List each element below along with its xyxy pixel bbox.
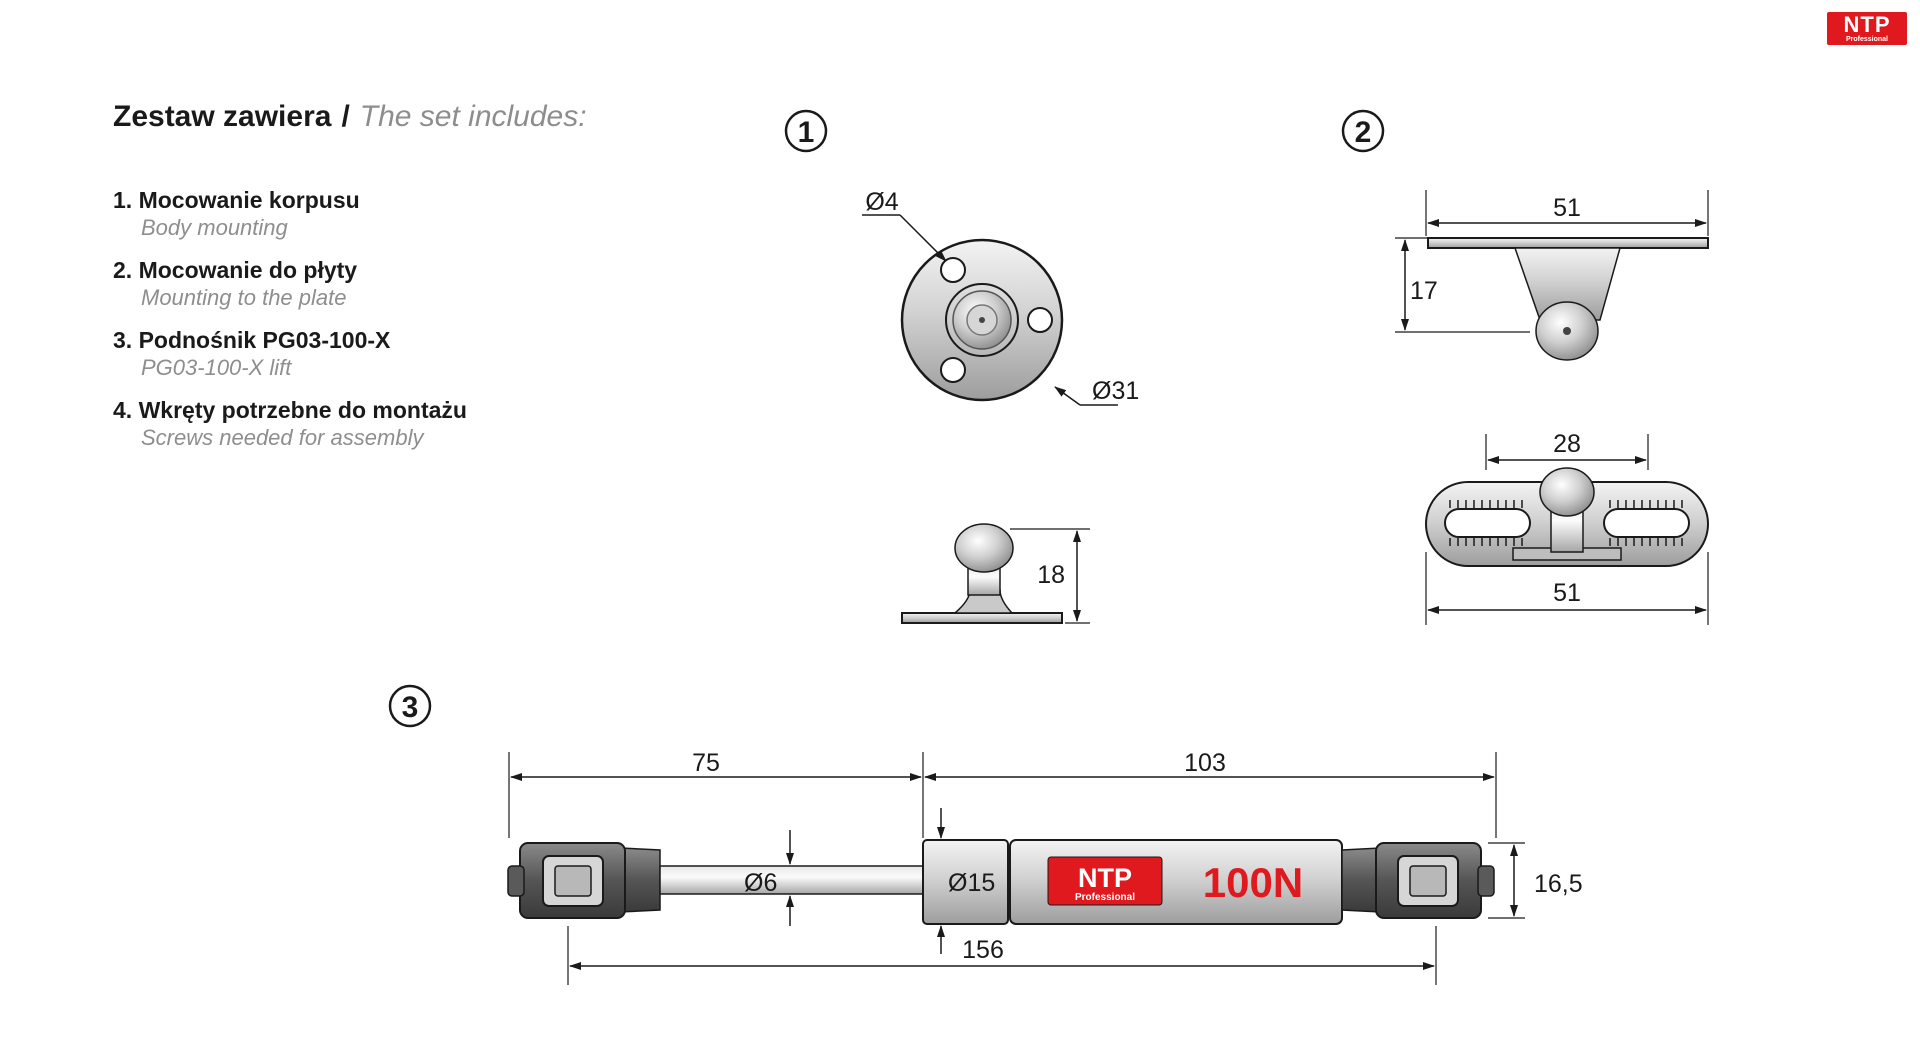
part-1-drawing: 1 Ø4 Ø31 18 — [784, 109, 1139, 624]
mount-hole — [940, 257, 966, 283]
part-2-drawing: 2 51 17 28 — [1341, 109, 1709, 625]
list-item: 1. Mocowanie korpusu Body mounting — [113, 187, 713, 241]
part-2-number: 2 — [1355, 116, 1372, 149]
item-label-pl: 2. Mocowanie do płyty — [113, 257, 358, 283]
flange-boss — [945, 283, 1019, 357]
item-label-pl: 1. Mocowanie korpusu — [113, 187, 360, 213]
hole-diameter-label: Ø4 — [865, 188, 898, 216]
total-length-label: 156 — [962, 936, 1004, 964]
list-item: 4. Wkręty potrzebne do montażu Screws ne… — [113, 397, 713, 451]
cylinder-logo-name: NTP — [1078, 863, 1132, 893]
mount-hole — [940, 357, 966, 383]
bracket-slot-right — [1603, 508, 1690, 538]
item-label-en: Body mounting — [141, 215, 288, 240]
bracket-neck — [1513, 247, 1621, 321]
title-english: The set includes: — [359, 100, 587, 133]
slot-spacing-label: 28 — [1553, 430, 1581, 458]
cylinder-logo — [1047, 856, 1163, 906]
page-title: Zestaw zawiera / The set includes: — [113, 100, 587, 134]
list-item: 3. Podnośnik PG03-100-X PG03-100-X lift — [113, 327, 713, 381]
item-label-pl: 4. Wkręty potrzebne do montażu — [113, 397, 467, 423]
bracket-height-label: 17 — [1410, 277, 1438, 305]
plate-diameter-label: Ø31 — [1092, 377, 1139, 405]
item-label-en: Mounting to the plate — [141, 285, 347, 310]
flange-side-plate — [901, 612, 1063, 624]
body-diameter-label: Ø15 — [948, 869, 995, 897]
part-3-drawing: 3 75 103 NTP Professional 100N — [388, 684, 1583, 985]
mount-hole — [1027, 307, 1053, 333]
item-label-en: Screws needed for assembly — [141, 425, 424, 450]
title-separator: / — [341, 100, 350, 133]
bracket-plate-side — [1427, 237, 1709, 249]
part-2-badge — [1341, 109, 1385, 153]
bracket-ball-top — [1539, 467, 1595, 517]
rod-length-label: 75 — [692, 749, 720, 777]
flange-height-label: 18 — [1037, 561, 1065, 589]
part-1-number: 1 — [798, 116, 815, 149]
part-3-badge — [388, 684, 432, 728]
brand-name: NTP — [1843, 12, 1891, 37]
cylinder-collar — [922, 839, 1009, 925]
brand-logo: NTP Professional — [1827, 12, 1907, 45]
title-polish: Zestaw zawiera — [113, 100, 332, 133]
item-label-pl: 3. Podnośnik PG03-100-X — [113, 327, 391, 353]
piston-rod — [659, 865, 926, 895]
force-label: 100N — [1203, 859, 1303, 906]
rod-diameter-label: Ø6 — [744, 869, 777, 897]
end-height-label: 16,5 — [1534, 870, 1583, 898]
bracket-top-width-label: 51 — [1553, 194, 1581, 222]
bracket-slot-left — [1444, 508, 1531, 538]
brand-tagline: Professional — [1845, 36, 1888, 43]
list-item: 2. Mocowanie do płyty Mounting to the pl… — [113, 257, 713, 311]
bracket-bottom-width-label: 51 — [1553, 579, 1581, 607]
part-3-number: 3 — [402, 691, 419, 724]
flange-side-ball — [954, 523, 1014, 573]
part-1-badge — [784, 109, 828, 153]
contents-list: 1. Mocowanie korpusu Body mounting 2. Mo… — [113, 187, 713, 467]
body-length-label: 103 — [1184, 749, 1226, 777]
cylinder-logo-tagline: Professional — [1075, 892, 1135, 903]
item-label-en: PG03-100-X lift — [141, 355, 292, 380]
